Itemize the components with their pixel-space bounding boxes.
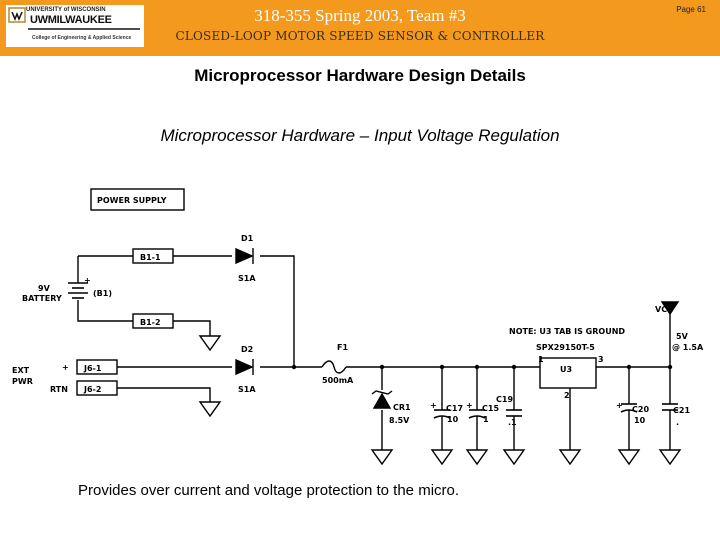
- u3-label: U3: [560, 365, 572, 374]
- power-supply-label: POWER SUPPLY: [97, 196, 167, 205]
- cr1-value-label: 8.5V: [389, 416, 410, 425]
- c17-value-label: 10: [447, 415, 459, 424]
- course-title: 318-355 Spring 2003, Team #3: [254, 6, 466, 25]
- d2-part-label: S1A: [238, 385, 256, 394]
- u3-pin-1: 1: [538, 355, 544, 364]
- ground-icon: [502, 449, 526, 466]
- vcc-arrow-icon: [660, 301, 680, 316]
- power-supply-box: [90, 188, 185, 211]
- ext-label-2: PWR: [12, 377, 33, 386]
- c20-label: C20: [632, 405, 649, 414]
- u3-part-label: SPX29150T-5: [536, 343, 595, 352]
- capacitor-c17-icon: [433, 415, 451, 419]
- u3-pin-3: 3: [598, 355, 604, 364]
- header-bar: UNIVERSITY of WISCONSIN UWMILWAUKEE Coll…: [0, 0, 720, 56]
- ground-icon: [658, 449, 682, 466]
- c20-value-label: 10: [634, 416, 646, 425]
- c15-label: C15: [482, 404, 499, 413]
- d1-part-label: S1A: [238, 274, 256, 283]
- c17-plus-label: +: [430, 401, 437, 410]
- j6-plus-label: +: [62, 363, 69, 372]
- d2-label: D2: [241, 345, 253, 354]
- slide-caption: Provides over current and voltage protec…: [78, 482, 460, 499]
- logo-line-2: UWMILWAUKEE: [30, 14, 112, 26]
- d1-label: D1: [241, 234, 254, 243]
- slide-title: Microprocessor Hardware Design Details: [194, 66, 526, 85]
- diode-d1-icon: [235, 247, 254, 265]
- output-label-1: 5V: [676, 332, 689, 341]
- ground-icon: [558, 449, 582, 466]
- b1-2-label: B1-2: [140, 318, 161, 327]
- ground-icon: [465, 449, 489, 466]
- regulator-u3-box: [539, 357, 597, 389]
- slide-subtitle: Microprocessor Hardware – Input Voltage …: [160, 126, 560, 145]
- battery-ref-label: (B1): [93, 289, 112, 298]
- u3-note-label: NOTE: U3 TAB IS GROUND: [509, 327, 625, 336]
- c20-plus-label: +: [616, 401, 623, 410]
- diode-d2-icon: [235, 358, 254, 376]
- vcc-label: VCC: [655, 305, 673, 314]
- c19-value-label: .1: [508, 418, 517, 427]
- fuse-f1-icon: [321, 360, 347, 374]
- c21-value-label: .: [676, 418, 679, 427]
- rtn-label: RTN: [50, 385, 68, 394]
- battery-label-1: 9V: [38, 284, 51, 293]
- battery-icon: [68, 282, 88, 299]
- capacitor-c15-icon: [468, 415, 486, 419]
- c19-label: C19: [496, 395, 513, 404]
- battery-plus-label: +: [84, 276, 91, 285]
- ground-icon: [198, 401, 222, 418]
- ground-icon: [370, 449, 394, 466]
- ground-icon: [430, 449, 454, 466]
- f1-label: F1: [337, 343, 348, 352]
- c17-label: C17: [446, 404, 463, 413]
- f1-rating-label: 500mA: [322, 376, 354, 385]
- c15-value-label: 1: [483, 415, 489, 424]
- ground-icon: [198, 335, 222, 352]
- b1-1-label: B1-1: [140, 253, 161, 262]
- logo-line-3: College of Engineering & Applied Science: [32, 35, 132, 41]
- output-label-2: @ 1.5A: [672, 343, 704, 352]
- j6-1-label: J6-1: [83, 364, 102, 373]
- logo-line-1: UNIVERSITY of WISCONSIN: [26, 7, 106, 13]
- capacitor-c20-icon: [620, 409, 638, 413]
- u3-pin-2: 2: [564, 391, 570, 400]
- cr1-label: CR1: [393, 403, 411, 412]
- project-title: CLOSED-LOOP MOTOR SPEED SENSOR & CONTROL…: [175, 29, 545, 43]
- page-number: Page 61: [676, 5, 706, 14]
- university-logo: UNIVERSITY of WISCONSIN UWMILWAUKEE Coll…: [6, 5, 144, 47]
- c15-plus-label: +: [466, 401, 473, 410]
- zener-cr1-icon: [372, 392, 392, 409]
- ext-label-1: EXT: [12, 366, 30, 375]
- j6-2-label: J6-2: [83, 385, 101, 394]
- battery-label-2: BATTERY: [22, 294, 62, 303]
- logo-emblem-icon: [8, 7, 140, 30]
- ground-icon: [617, 449, 641, 466]
- c21-label: C21: [673, 406, 690, 415]
